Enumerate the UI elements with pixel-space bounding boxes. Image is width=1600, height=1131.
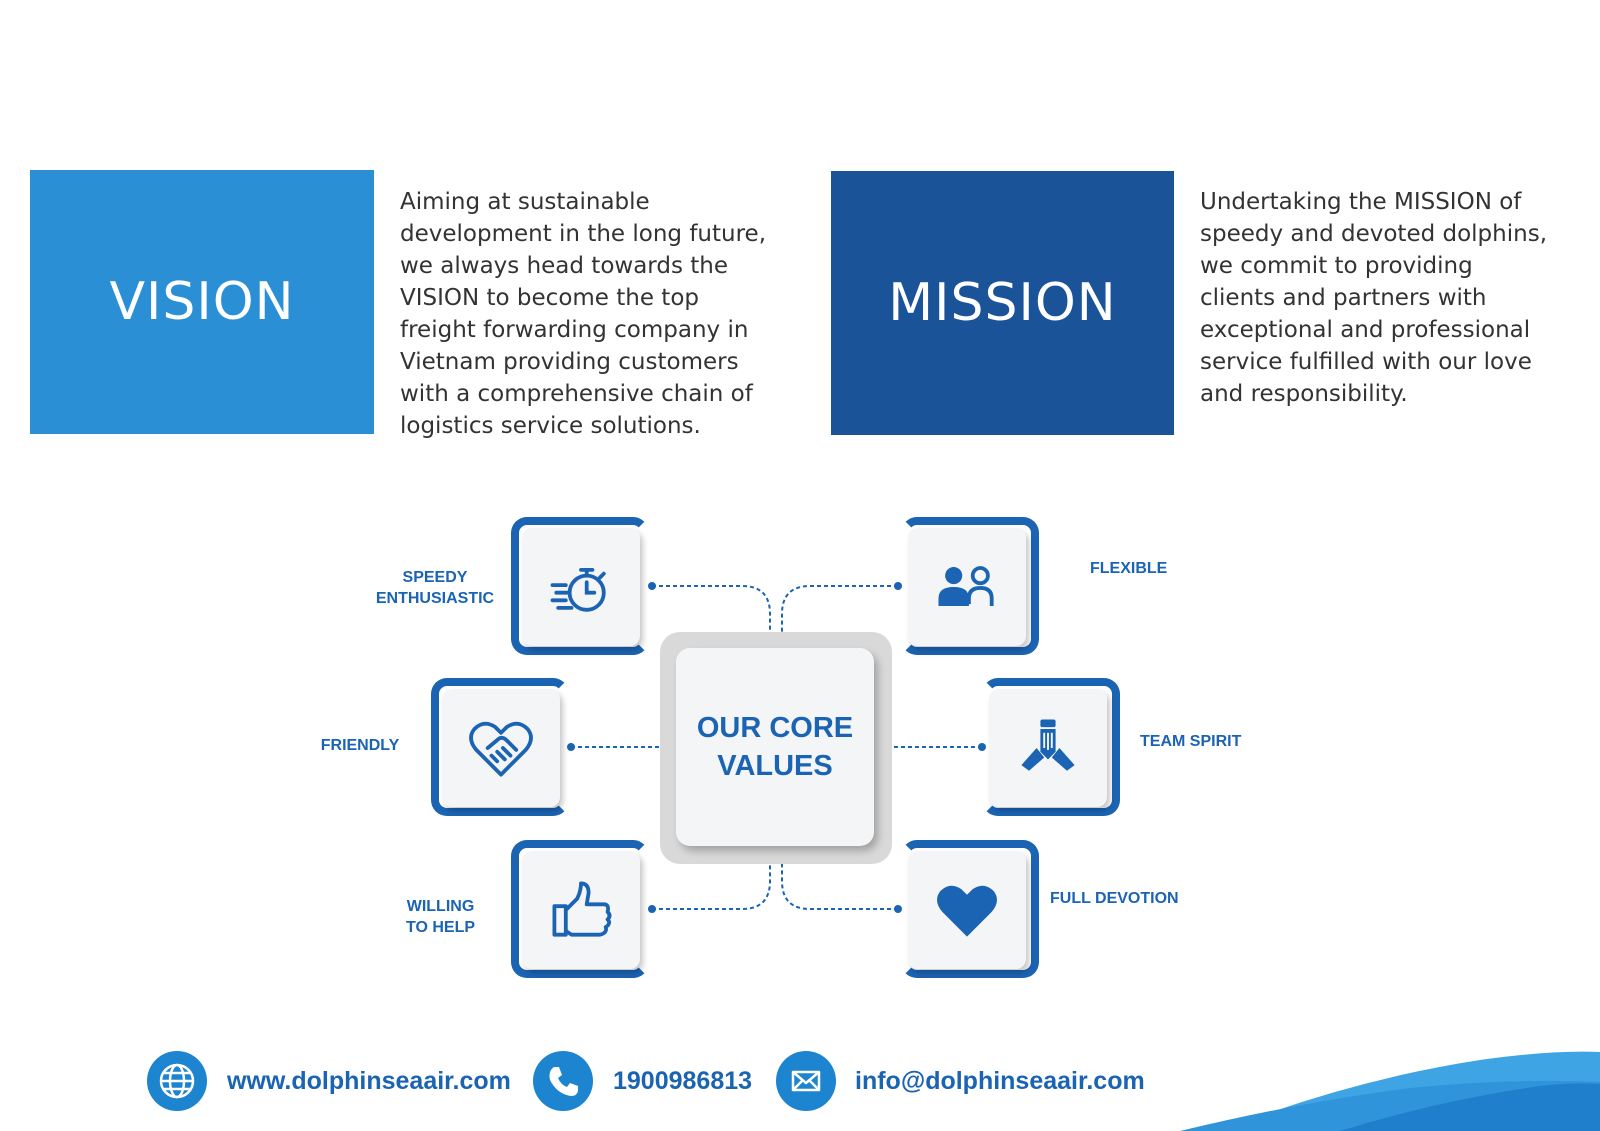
mail-icon	[776, 1051, 836, 1111]
value-ring	[431, 678, 569, 816]
core-values-center: OUR CORE VALUES	[676, 648, 874, 846]
mission-text: Undertaking the MISSION of speedy and de…	[1200, 189, 1547, 407]
decorative-wave	[1180, 1051, 1600, 1131]
connector-speedy	[652, 585, 771, 638]
connector-dot	[648, 582, 656, 590]
value-label-devotion: FULL DEVOTION	[1050, 890, 1179, 907]
footer-phone[interactable]: 1900986813	[613, 1067, 753, 1095]
connector-devotion	[781, 858, 898, 910]
heart-handshake-icon	[469, 721, 533, 777]
value-ring	[901, 840, 1039, 978]
value-label-willing: WILLING TO HELP	[405, 898, 476, 936]
value-ring	[511, 517, 649, 655]
vision-title-box: VISION	[30, 170, 374, 434]
phone-icon	[533, 1051, 593, 1111]
people-icon	[938, 566, 994, 606]
value-ring	[511, 840, 649, 978]
thumbs-up-icon	[552, 881, 612, 937]
value-ring	[901, 517, 1039, 655]
vision-title: VISION	[109, 272, 295, 332]
core-values-title: OUR CORE VALUES	[696, 712, 854, 782]
joined-hands-icon	[1021, 719, 1075, 771]
connector-dot	[894, 905, 902, 913]
value-label-flexible: FLEXIBLE	[1090, 560, 1168, 577]
mission-title: MISSION	[888, 273, 1117, 333]
connector-dot	[567, 743, 575, 751]
value-tile-speedy	[522, 528, 640, 646]
value-label-friendly: FRIENDLY	[320, 737, 400, 754]
value-tile-devotion	[908, 851, 1026, 969]
value-tile-team-spirit	[989, 689, 1107, 807]
connector-dot	[978, 743, 986, 751]
connector-willing	[652, 858, 771, 910]
footer-email-link[interactable]: info@dolphinseaair.com	[855, 1067, 1145, 1095]
globe-icon	[147, 1051, 207, 1111]
value-label-speedy: SPEEDY ENTHUSIASTIC	[375, 569, 495, 607]
footer-website-link[interactable]: www.dolphinseaair.com	[227, 1067, 511, 1095]
stopwatch-icon	[550, 568, 606, 612]
value-tile-willing	[522, 851, 640, 969]
value-ring	[982, 678, 1120, 816]
value-tile-flexible	[908, 528, 1026, 646]
value-tile-friendly	[442, 689, 560, 807]
heart-icon	[937, 885, 997, 937]
mission-title-box: MISSION	[831, 171, 1174, 435]
connector-flexible	[781, 585, 898, 638]
vision-text: Aiming at sustainable development in the…	[400, 189, 767, 439]
connector-dot	[894, 582, 902, 590]
value-label-team-spirit: TEAM SPIRIT	[1140, 733, 1242, 750]
connector-dot	[648, 905, 656, 913]
